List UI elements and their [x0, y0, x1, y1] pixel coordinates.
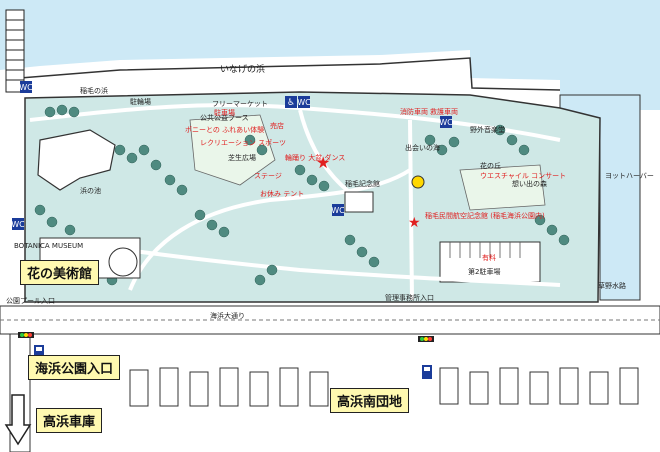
- bus-stop-icon: [34, 345, 44, 359]
- svg-text:♿: ♿: [287, 98, 295, 108]
- svg-text:WC: WC: [297, 98, 311, 107]
- museum-dome: [108, 247, 138, 277]
- accessible-toilet-icon: WC: [297, 96, 311, 108]
- traffic-light-icon: [418, 336, 434, 342]
- svg-text:WC: WC: [331, 206, 345, 215]
- museum-callout: 花の美術館: [20, 260, 100, 285]
- svg-text:WC: WC: [439, 118, 453, 127]
- memorial-hall-building: [344, 191, 374, 213]
- star-marker-icon: ★: [408, 215, 421, 231]
- lawn-area: [189, 114, 276, 186]
- housing-blocks: [129, 367, 639, 407]
- pond: [37, 129, 116, 191]
- parking-stalls: [449, 242, 521, 258]
- svg-text:WC: WC: [11, 220, 25, 229]
- traffic-light-icon: [18, 332, 34, 338]
- accessible-toilet-icon: WC: [331, 204, 345, 216]
- accessible-toilet-icon: ♿: [285, 96, 297, 108]
- svg-text:WC: WC: [19, 83, 33, 92]
- accessible-toilet-icon: WC: [439, 116, 453, 128]
- sea-area: [0, 0, 660, 110]
- accessible-toilet-icon: WC: [11, 218, 25, 230]
- pier-lines: [6, 19, 24, 81]
- depot-callout: 高浜車庫: [36, 408, 103, 433]
- location-pin-icon: [411, 175, 425, 189]
- bus-stop-icon: [422, 365, 432, 379]
- flower-hill-area: [459, 164, 546, 211]
- park-entrance-callout: 海浜公園入口: [28, 355, 121, 380]
- housing-callout: 高浜南団地: [330, 388, 410, 413]
- shore-line: [19, 57, 561, 91]
- down-arrow-icon: [4, 394, 32, 446]
- accessible-toilet-icon: WC: [19, 81, 33, 93]
- star-marker-icon: ★: [316, 153, 330, 172]
